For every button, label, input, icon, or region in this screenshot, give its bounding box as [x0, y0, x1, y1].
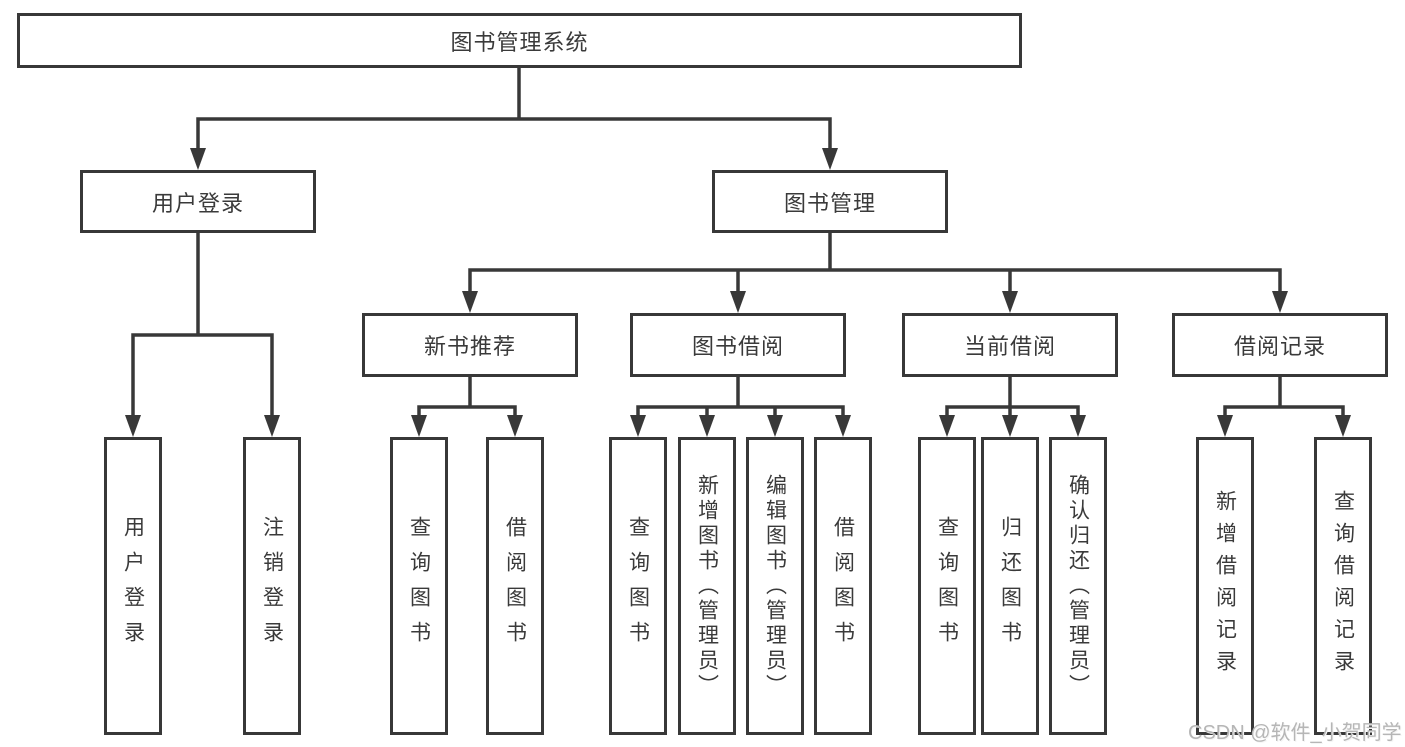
- leaf-edit-books-admin: 编辑图书（管理员）: [746, 437, 804, 735]
- node-book-management: 图书管理: [712, 170, 948, 233]
- leaf-query-borrow-record: 查询借阅记录: [1314, 437, 1372, 735]
- leaf-add-books-admin: 新增图书（管理员）: [678, 437, 736, 735]
- arrowhead-icon: [1335, 415, 1351, 437]
- node-label: 新书推荐: [423, 334, 516, 359]
- arrowhead-icon: [939, 415, 955, 437]
- node-label: 查询图书: [407, 516, 431, 656]
- arrowhead-icon: [507, 415, 523, 437]
- node-label: 确认归还（管理员）: [1066, 473, 1090, 699]
- node-label: 图书借阅: [691, 334, 784, 359]
- node-current-borrow: 当前借阅: [902, 313, 1118, 377]
- arrowhead-icon: [1217, 415, 1233, 437]
- node-label: 图书管理: [783, 190, 876, 216]
- arrowhead-icon: [699, 415, 715, 437]
- node-label: 新增借阅记录: [1213, 490, 1237, 682]
- node-label: 查询图书: [935, 516, 959, 656]
- leaf-add-borrow-record: 新增借阅记录: [1196, 437, 1254, 735]
- node-user-login: 用户登录: [80, 170, 316, 233]
- leaf-logout: 注销登录: [243, 437, 301, 735]
- node-label: 借阅记录: [1233, 334, 1326, 359]
- leaf-user-login: 用户登录: [104, 437, 162, 735]
- connector-root-to-level2: [190, 66, 838, 170]
- leaf-return-books: 归还图书: [981, 437, 1039, 735]
- arrowhead-icon: [1070, 415, 1086, 437]
- arrowhead-icon: [264, 415, 280, 437]
- arrowhead-icon: [190, 148, 206, 170]
- connector-borrow-records-children: [1217, 375, 1351, 437]
- leaf-borrow-books-recommend: 借阅图书: [486, 437, 544, 735]
- connector-book-management-children: [462, 231, 1288, 313]
- node-label: 编辑图书（管理员）: [763, 473, 787, 699]
- arrowhead-icon: [1002, 415, 1018, 437]
- connector-current-borrow-children: [939, 375, 1086, 437]
- node-borrow-records: 借阅记录: [1172, 313, 1388, 377]
- node-label: 注销登录: [260, 516, 284, 656]
- leaf-query-books-borrow: 查询图书: [609, 437, 667, 735]
- arrowhead-icon: [630, 415, 646, 437]
- node-label: 用户登录: [121, 516, 145, 656]
- node-label: 查询借阅记录: [1331, 490, 1355, 682]
- node-label: 当前借阅: [963, 334, 1056, 359]
- leaf-borrow-books: 借阅图书: [814, 437, 872, 735]
- leaf-confirm-return-admin: 确认归还（管理员）: [1049, 437, 1107, 735]
- node-label: 新增图书（管理员）: [695, 473, 719, 699]
- leaf-query-books-recommend: 查询图书: [390, 437, 448, 735]
- node-new-book-recommend: 新书推荐: [362, 313, 578, 377]
- arrowhead-icon: [1002, 291, 1018, 313]
- connector-new-book-children: [411, 375, 523, 437]
- node-label: 借阅图书: [503, 516, 527, 656]
- arrowhead-icon: [767, 415, 783, 437]
- arrowhead-icon: [835, 415, 851, 437]
- connector-user-login-children: [125, 231, 280, 437]
- arrowhead-icon: [125, 415, 141, 437]
- arrowhead-icon: [411, 415, 427, 437]
- connector-book-borrow-children: [630, 375, 851, 437]
- csdn-watermark: CSDN @软件_小贺同学: [1188, 722, 1402, 744]
- arrowhead-icon: [1272, 291, 1288, 313]
- node-label: 图书管理系统: [450, 29, 589, 55]
- node-root-system: 图书管理系统: [17, 13, 1022, 68]
- arrowhead-icon: [730, 291, 746, 313]
- arrowhead-icon: [822, 148, 838, 170]
- arrowhead-icon: [462, 291, 478, 313]
- node-label: 归还图书: [998, 516, 1022, 656]
- node-label: 借阅图书: [831, 516, 855, 656]
- node-label: 查询图书: [626, 516, 650, 656]
- node-label: 用户登录: [151, 190, 244, 216]
- leaf-query-books-current: 查询图书: [918, 437, 976, 735]
- node-book-borrow: 图书借阅: [630, 313, 846, 377]
